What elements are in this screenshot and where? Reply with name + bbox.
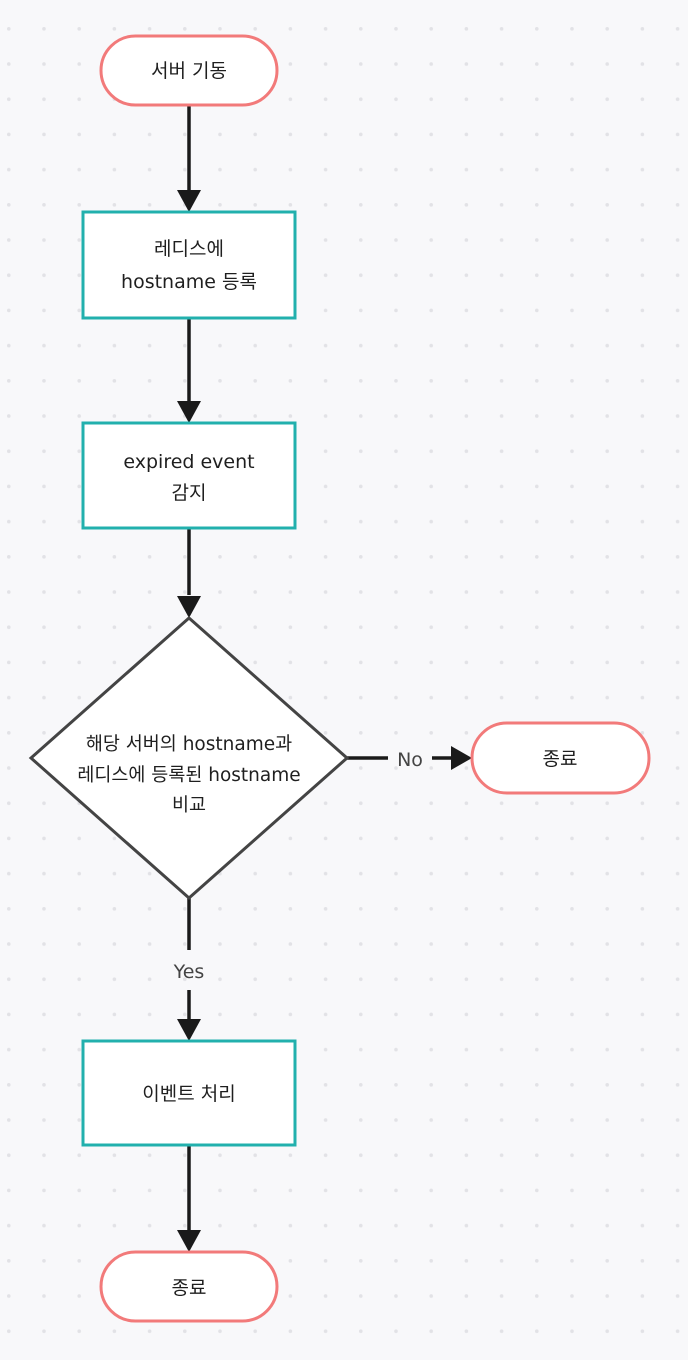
node-compare-line-2: 레디스에 등록된 hostname	[77, 765, 300, 786]
node-start[interactable]: 서버 기동	[99, 34, 279, 107]
arrowhead-icon	[177, 1019, 201, 1041]
node-end-label: 종료	[172, 1277, 207, 1299]
node-start-label: 서버 기동	[151, 60, 227, 82]
arrowhead-icon	[177, 190, 201, 212]
node-end-no[interactable]: 종료	[470, 721, 651, 795]
node-handle[interactable]: 이벤트 처리	[81, 1039, 297, 1147]
edge-no-label: No	[397, 749, 423, 771]
arrowhead-icon	[177, 1230, 201, 1252]
arrowhead-icon	[177, 401, 201, 423]
node-compare-decision[interactable]: 해당 서버의 hostname과 레디스에 등록된 hostname 비교	[28, 615, 350, 901]
node-register-line-1: 레디스에	[154, 238, 224, 260]
node-detect-line-1: expired event	[123, 451, 254, 473]
node-handle-label: 이벤트 처리	[142, 1083, 235, 1105]
node-compare-line-3: 비교	[172, 795, 206, 816]
edge-yes-label: Yes	[173, 961, 205, 983]
node-register[interactable]: 레디스에 hostname 등록	[81, 210, 297, 320]
node-register-line-2: hostname 등록	[121, 271, 257, 293]
node-end[interactable]: 종료	[99, 1250, 279, 1323]
node-detect-line-2: 감지	[172, 482, 207, 504]
node-compare-line-1: 해당 서버의 hostname과	[86, 734, 292, 755]
arrowhead-icon	[177, 596, 201, 618]
node-detect[interactable]: expired event 감지	[81, 421, 297, 530]
node-end-no-label: 종료	[543, 748, 578, 770]
arrowhead-icon	[451, 746, 472, 770]
